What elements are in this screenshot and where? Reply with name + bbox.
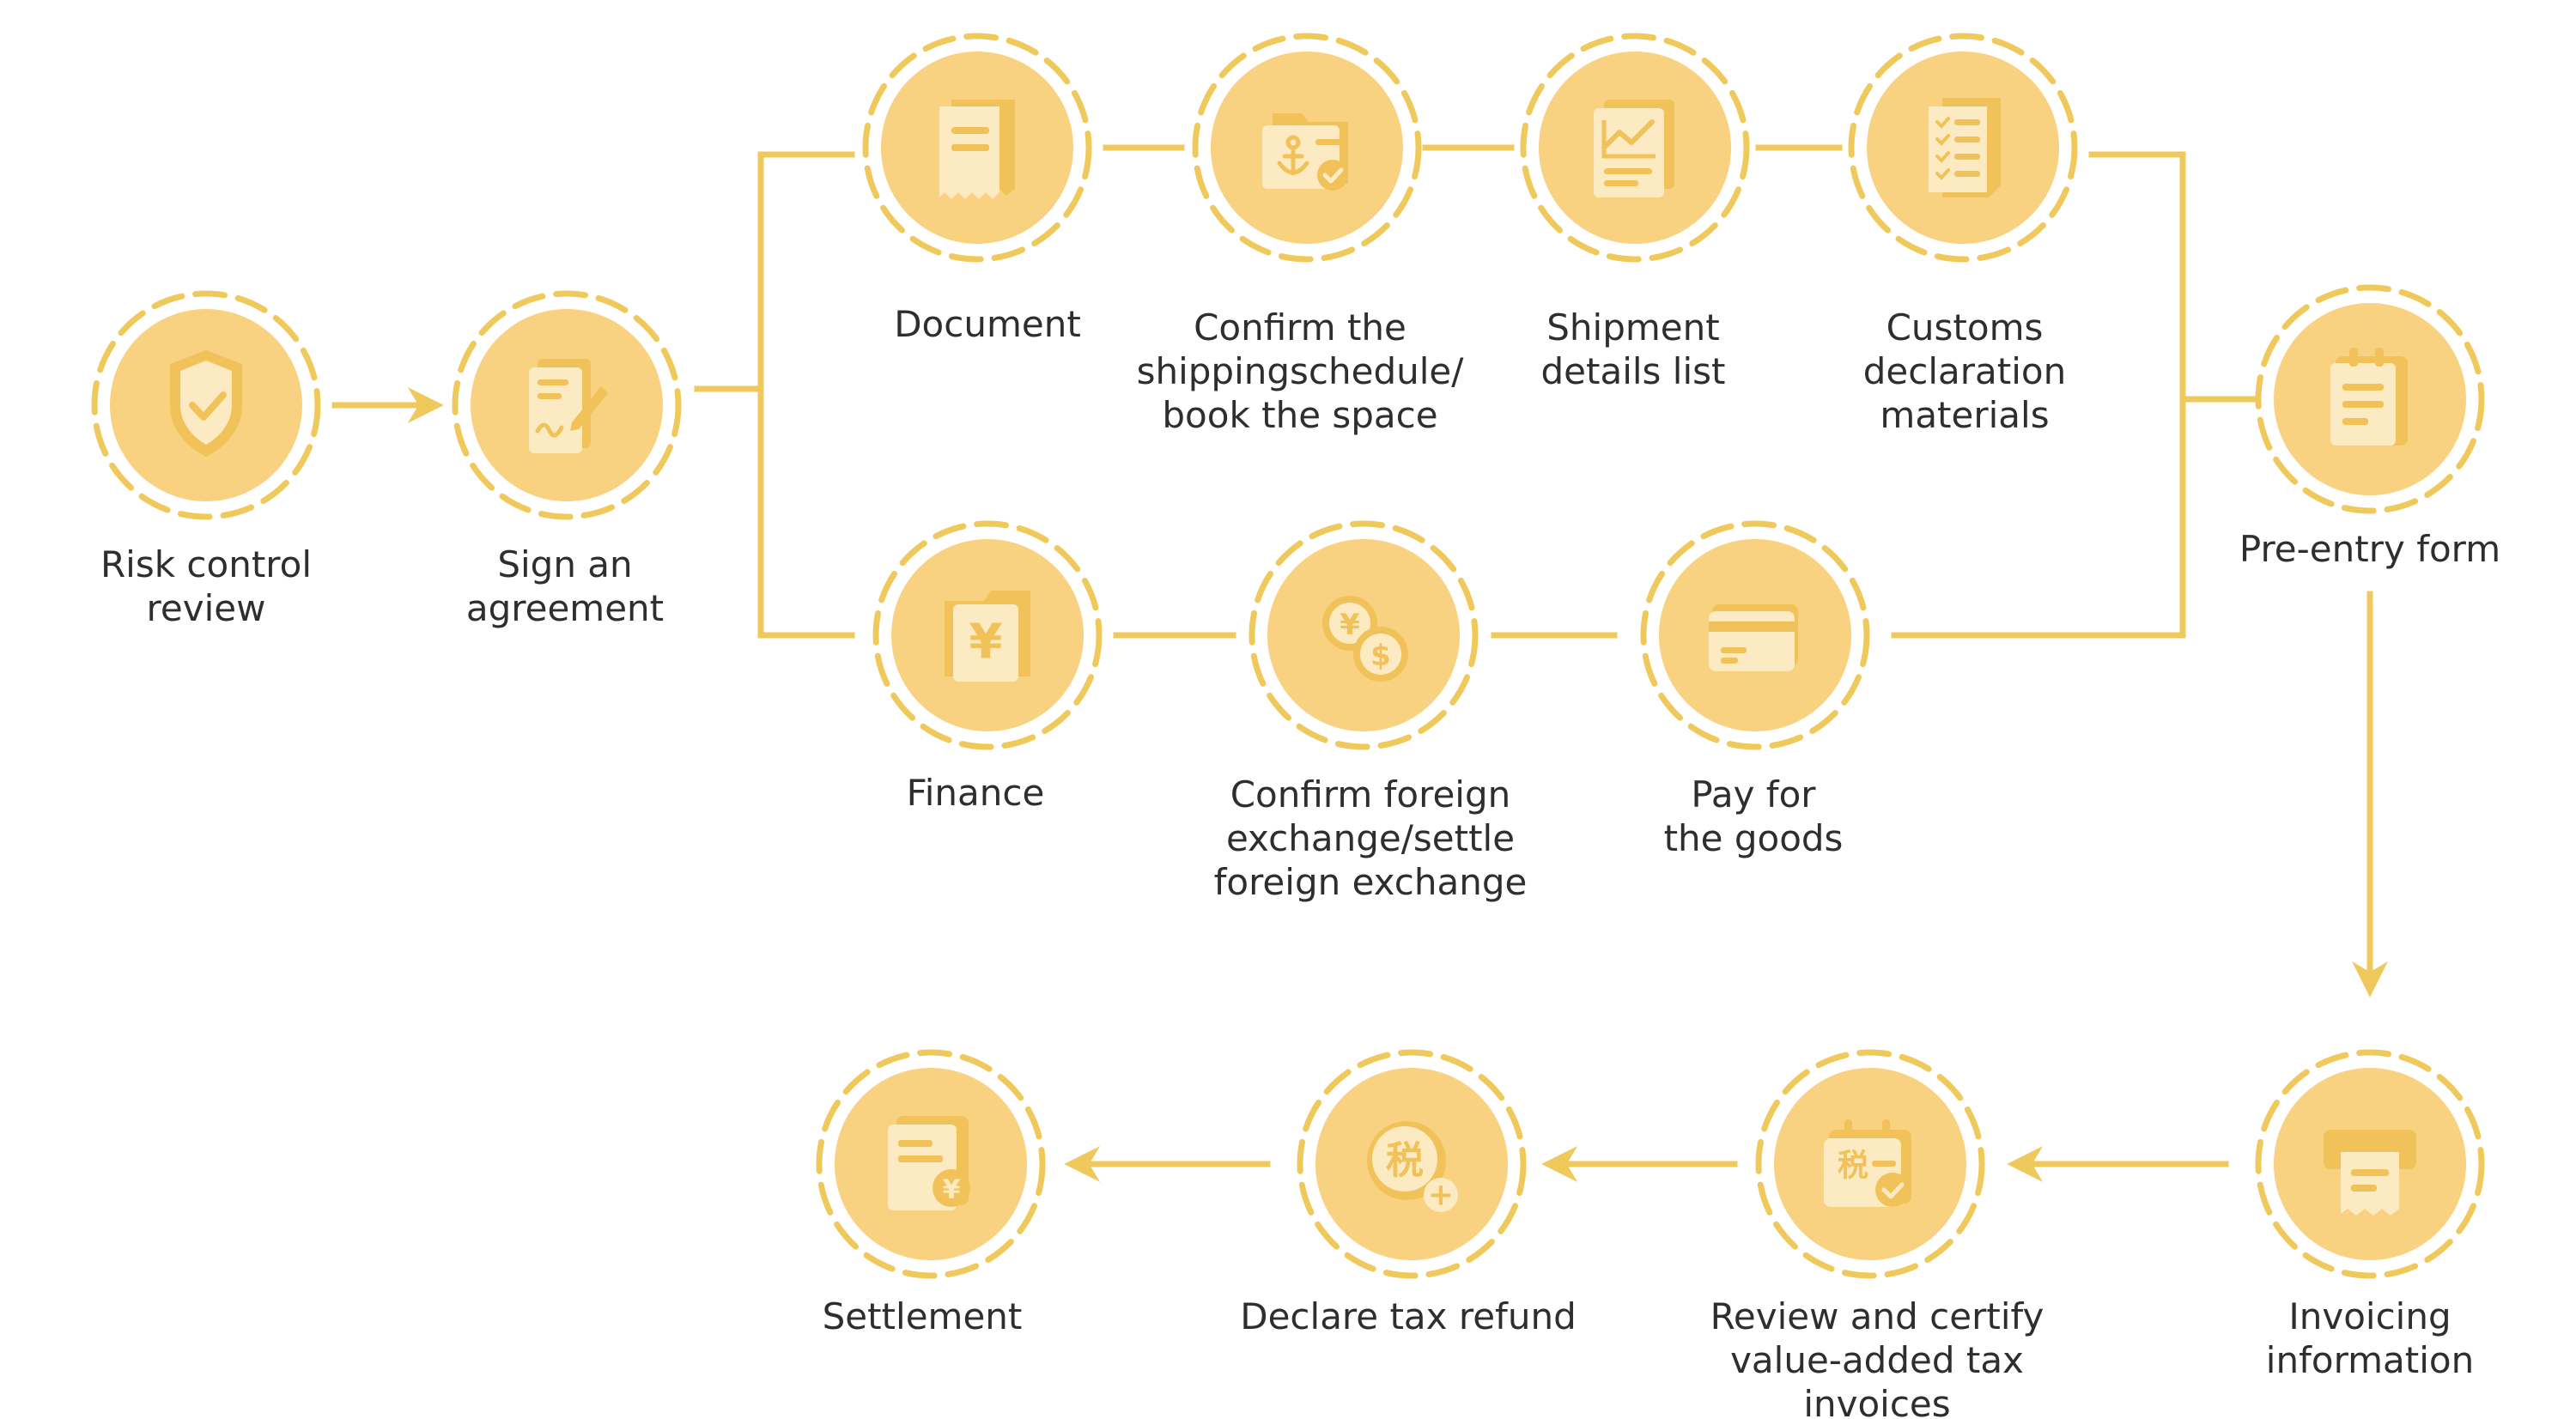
node-preentry: [2255, 284, 2485, 514]
label-declare-tax-refund: Declare tax refund: [1240, 1295, 1577, 1337]
svg-text:$: $: [1370, 639, 1391, 673]
svg-text:¥: ¥: [943, 1175, 961, 1205]
node-customs: [1848, 33, 2078, 263]
svg-text:¥: ¥: [1340, 608, 1360, 642]
svg-text:+: +: [1428, 1178, 1454, 1213]
svg-text:¥: ¥: [969, 615, 1003, 670]
line-customs-merge: [2088, 151, 2186, 639]
label-customs-materials: Customs declaration materials: [1862, 306, 2067, 436]
node-settlement: ¥: [816, 1049, 1046, 1279]
svg-text:税: 税: [1386, 1139, 1424, 1183]
label-invoicing-information: Invoicing information: [2265, 1295, 2475, 1381]
payment-card-icon: [1709, 604, 1798, 671]
node-risk: [91, 290, 321, 520]
shield-check-icon: [170, 350, 242, 457]
label-confirm-fx: Confirm foreign exchange/settle foreign …: [1213, 773, 1528, 903]
node-declare: 税+: [1297, 1049, 1527, 1279]
node-sign: [452, 290, 682, 520]
yuan-bill-icon: ¥: [888, 1116, 970, 1210]
chart-list-icon: [1594, 100, 1674, 197]
label-review-certify: Review and certify value-added tax invoi…: [1710, 1295, 2044, 1419]
node-fx: ¥$: [1249, 520, 1479, 750]
label-settlement: Settlement: [822, 1295, 1023, 1337]
label-sign-agreement: Sign an agreement: [465, 543, 665, 629]
invoice-printer-icon: [2324, 1130, 2416, 1216]
label-finance: Finance: [906, 772, 1045, 814]
yuan-document-icon: ¥: [945, 591, 1030, 682]
clipboard-form-icon: [2330, 348, 2408, 446]
anchor-folder-icon: [1262, 113, 1348, 191]
nodes: ¥¥$税税+¥: [91, 33, 2485, 1279]
tax-calendar-check-icon: 税: [1824, 1119, 1911, 1207]
label-document: Document: [894, 303, 1081, 345]
label-confirm-schedule: Confirm the shippingschedule/ book the s…: [1136, 306, 1464, 436]
receipt-document-icon: [939, 100, 1015, 199]
node-invoicing: [2255, 1049, 2485, 1279]
label-pre-entry-form: Pre-entry form: [2239, 528, 2501, 570]
node-shipment: [1520, 33, 1750, 263]
currency-exchange-icon: ¥$: [1322, 596, 1408, 682]
svg-text:税: 税: [1838, 1149, 1868, 1184]
label-pay-goods: Pay for the goods: [1663, 773, 1844, 859]
node-review: 税: [1755, 1049, 1985, 1279]
node-pay: [1640, 520, 1870, 750]
connectors: [331, 144, 2388, 1182]
label-risk-control-review: Risk control review: [100, 543, 312, 629]
tax-coin-plus-icon: 税+: [1367, 1121, 1458, 1213]
contract-signature-icon: [529, 359, 608, 453]
node-document: [862, 33, 1092, 263]
node-finance: ¥: [872, 520, 1103, 750]
label-shipment-details: Shipment details list: [1540, 306, 1726, 392]
checklist-document-icon: [1929, 98, 2001, 197]
node-schedule: [1192, 33, 1422, 263]
